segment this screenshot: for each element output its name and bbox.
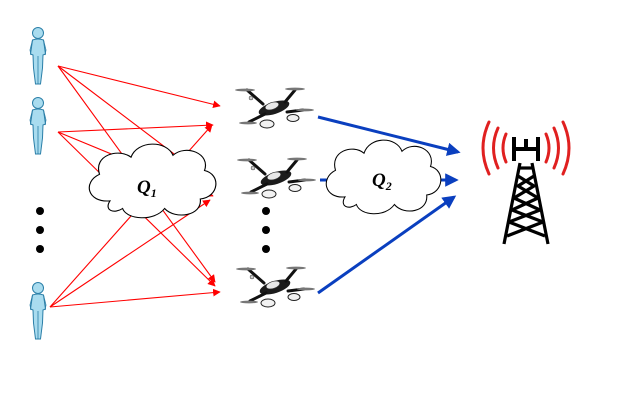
user-2 — [29, 97, 47, 155]
cloud-q2-label: Q2 — [372, 170, 392, 193]
uav-1 — [233, 86, 316, 130]
cell-tower-icon — [481, 120, 571, 245]
person-icon — [29, 282, 47, 340]
cloud-q1 — [88, 143, 217, 219]
cloud-q1-label: Q1 — [137, 177, 157, 200]
uav-m — [234, 265, 317, 309]
drone-icon — [235, 156, 318, 200]
user-ellipsis — [36, 207, 44, 253]
user-1 — [29, 27, 47, 85]
base-station — [481, 120, 571, 245]
drone-icon — [234, 265, 317, 309]
person-icon — [29, 97, 47, 155]
signal-wave-icon — [481, 120, 571, 176]
person-icon — [29, 27, 47, 85]
uav-2 — [235, 156, 318, 200]
drone-icon — [233, 86, 316, 130]
uav-ellipsis — [262, 207, 270, 253]
user-k — [29, 282, 47, 340]
